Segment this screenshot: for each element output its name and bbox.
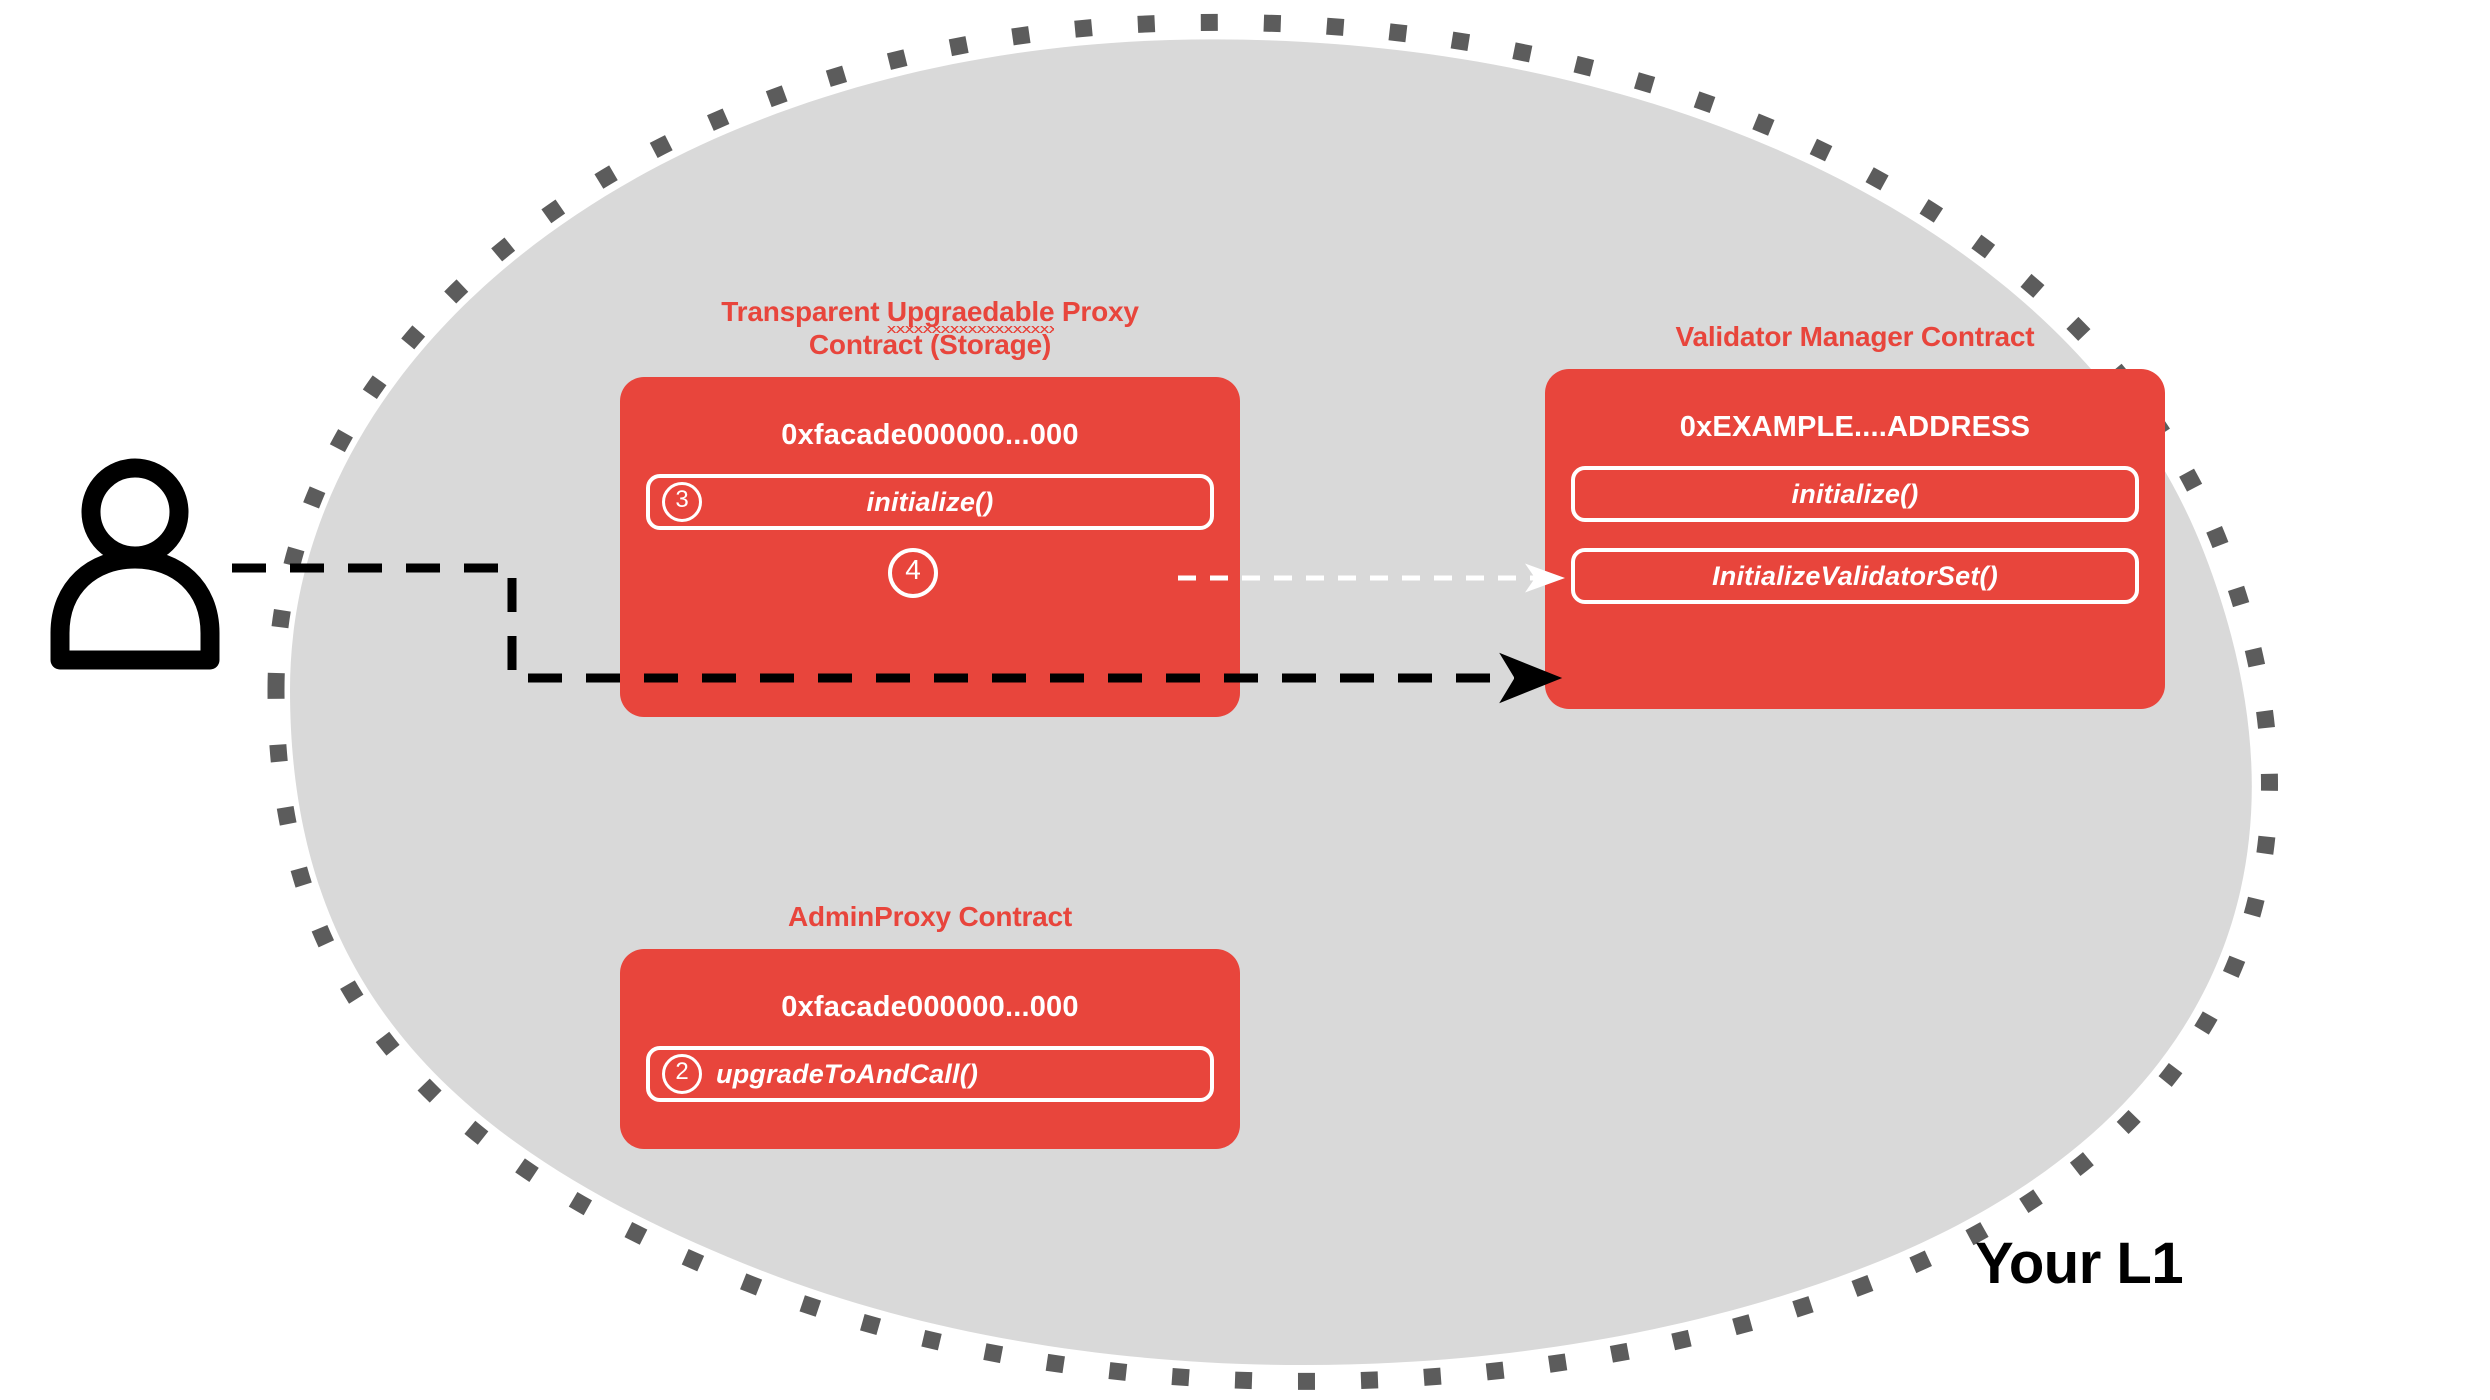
region-label-your-l1: Your L1 [1975,1231,2184,1296]
user-actor [40,455,230,670]
validator-manager-address: 0xEXAMPLE....ADDRESS [1679,411,2031,444]
method-label-upgrade-to-and-call: upgradeToAndCall() [716,1058,979,1089]
admin-proxy-address: 0xfacade000000...000 [781,991,1079,1024]
person-icon [50,458,220,670]
contract-validator-manager: Validator Manager Contract 0xEXAMPLE....… [1545,320,2165,710]
step-badge-2: 2 [662,1054,702,1095]
method-label-initialize-validator-set: InitializeValidatorSet() [1712,560,1998,591]
title-part-pre: Transparent [721,296,887,327]
method-row-upgrade-to-and-call[interactable]: 2 upgradeToAndCall() [646,1046,1214,1103]
method-label-initialize: initialize() [866,486,994,517]
admin-proxy-card[interactable]: 0xfacade000000...000 2 upgradeToAndCall(… [620,949,1240,1150]
contract-title-validator-manager: Validator Manager Contract [1675,321,2035,352]
title-line-2: Contract (Storage) [808,329,1052,361]
method-row-vmc-initialize[interactable]: initialize() [1571,466,2139,523]
proxy-contract-card[interactable]: 0xfacade000000...000 3 initialize() 4 [620,377,1240,718]
method-row-initialize[interactable]: 3 initialize() [646,474,1214,531]
step-badge-3: 3 [662,482,702,523]
step-badge-4: 4 [888,548,938,598]
method-label-vmc-initialize: initialize() [1791,478,1919,509]
contract-title-admin-proxy: AdminProxy Contract [787,901,1073,932]
proxy-contract-address: 0xfacade000000...000 [781,419,1079,452]
title-misspelled-word: Upgraedable [886,296,1055,334]
method-row-initialize-validator-set[interactable]: InitializeValidatorSet() [1571,548,2139,605]
title-part-post: Proxy [1054,296,1139,327]
contract-admin-proxy: AdminProxy Contract 0xfacade000000...000… [620,900,1240,1150]
validator-manager-card[interactable]: 0xEXAMPLE....ADDRESS initialize() Initia… [1545,369,2165,710]
